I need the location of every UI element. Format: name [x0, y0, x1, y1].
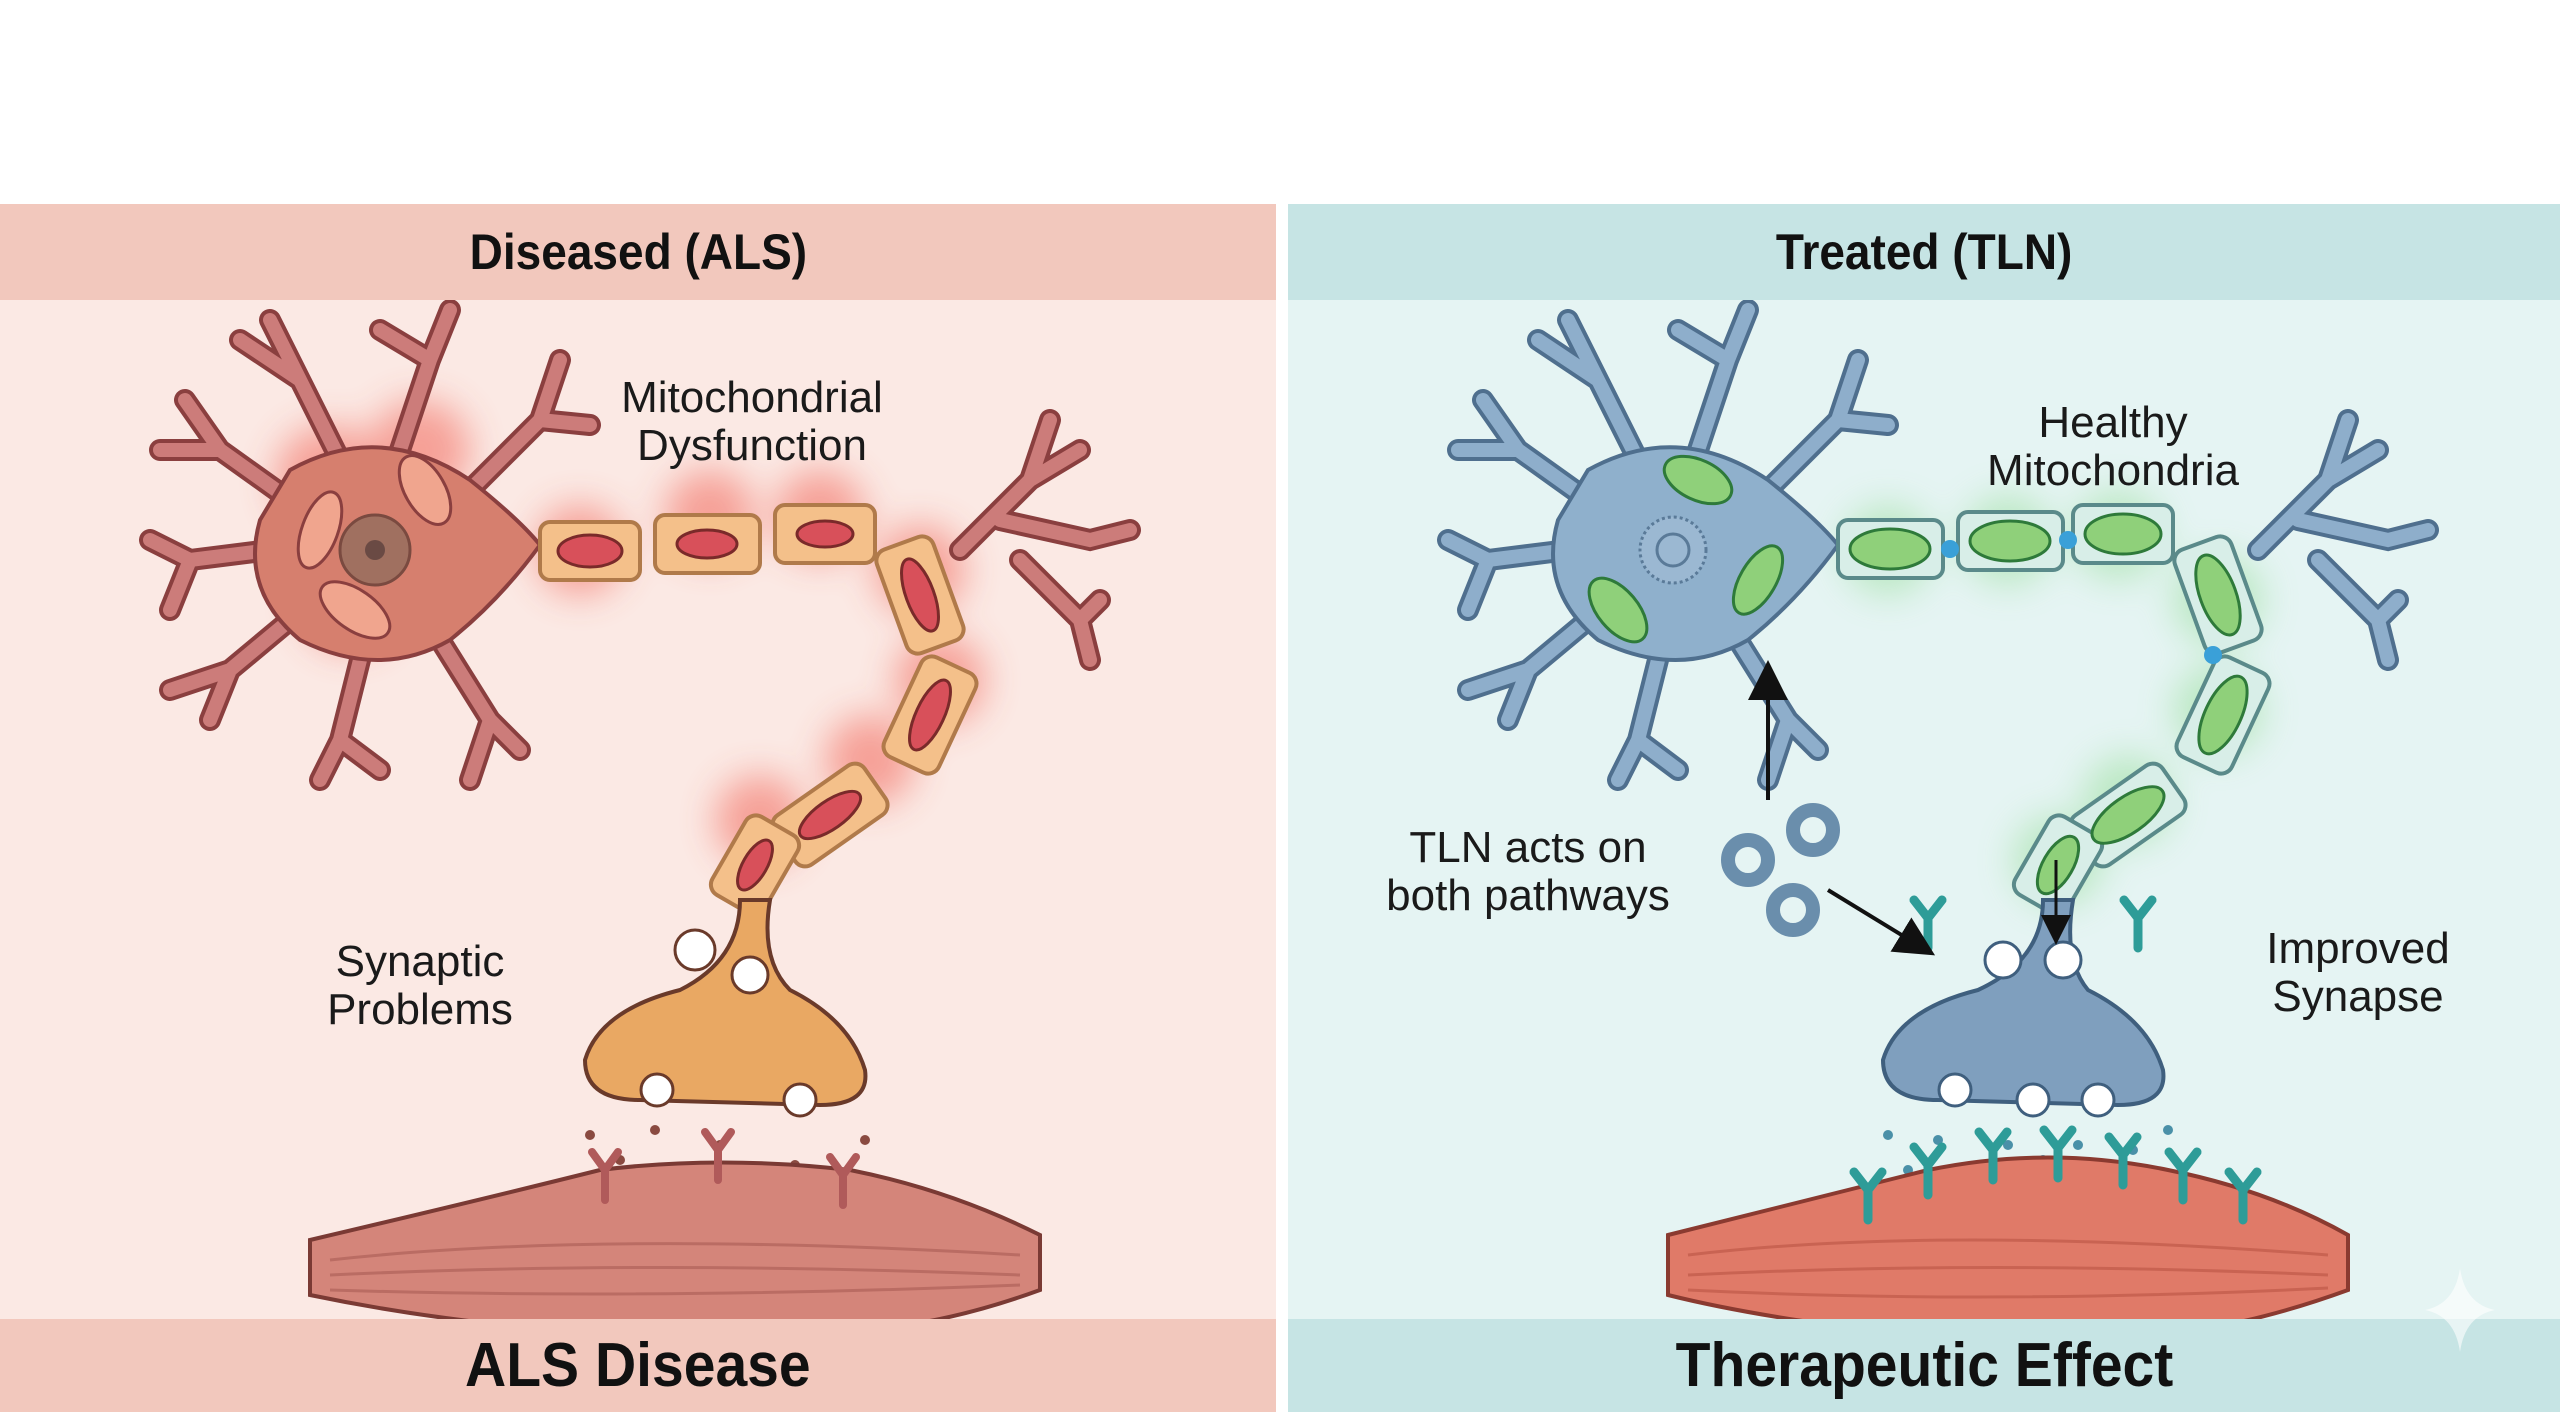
- treated-illustration: Healthy Mitochondria TLN acts on both pa…: [1386, 300, 2450, 1319]
- diseased-illustration: Mitochondrial Dysfunction Synaptic Probl…: [139, 300, 1141, 1319]
- treated-footer: Therapeutic Effect: [1288, 1319, 2560, 1412]
- muscle-fiber: [308, 1160, 1042, 1319]
- label-synaptic-problems-1: Synaptic: [336, 937, 505, 986]
- receptors: [1849, 895, 2262, 1225]
- label-synaptic-problems-2: Problems: [327, 985, 513, 1034]
- arrow-to-synapse: [1826, 888, 1936, 956]
- nucleus: [1638, 515, 1708, 585]
- tln-particles: [1721, 803, 1840, 937]
- label-improved-synapse-2: Synapse: [2272, 972, 2443, 1021]
- label-tln-acts-1: TLN acts on: [1409, 823, 1646, 872]
- label-mitochondrial-dysfunction-2: Dysfunction: [637, 421, 867, 470]
- label-tln-acts-2: both pathways: [1386, 871, 1670, 920]
- label-healthy-mitochondria-1: Healthy: [2038, 398, 2187, 447]
- label-improved-synapse-1: Improved: [2266, 924, 2449, 973]
- treated-panel: Treated (TLN): [1288, 204, 2560, 1412]
- nodes-of-ranvier: [1941, 531, 2222, 664]
- synaptic-terminal: [582, 898, 868, 1108]
- diseased-panel: Diseased (ALS): [0, 204, 1276, 1412]
- damaged-mitochondria: [296, 454, 453, 640]
- sparkle-icon: [2425, 1268, 2495, 1352]
- diseased-header: Diseased (ALS): [0, 204, 1276, 300]
- receptors: [588, 1128, 860, 1209]
- healthy-mitochondria: [1587, 454, 1785, 644]
- diseased-footer: ALS Disease: [0, 1319, 1276, 1412]
- treated-header: Treated (TLN): [1288, 204, 2560, 300]
- label-mitochondrial-dysfunction-1: Mitochondrial: [621, 373, 883, 422]
- label-healthy-mitochondria-2: Mitochondria: [1987, 446, 2239, 495]
- synaptic-terminal: [1880, 898, 2166, 1108]
